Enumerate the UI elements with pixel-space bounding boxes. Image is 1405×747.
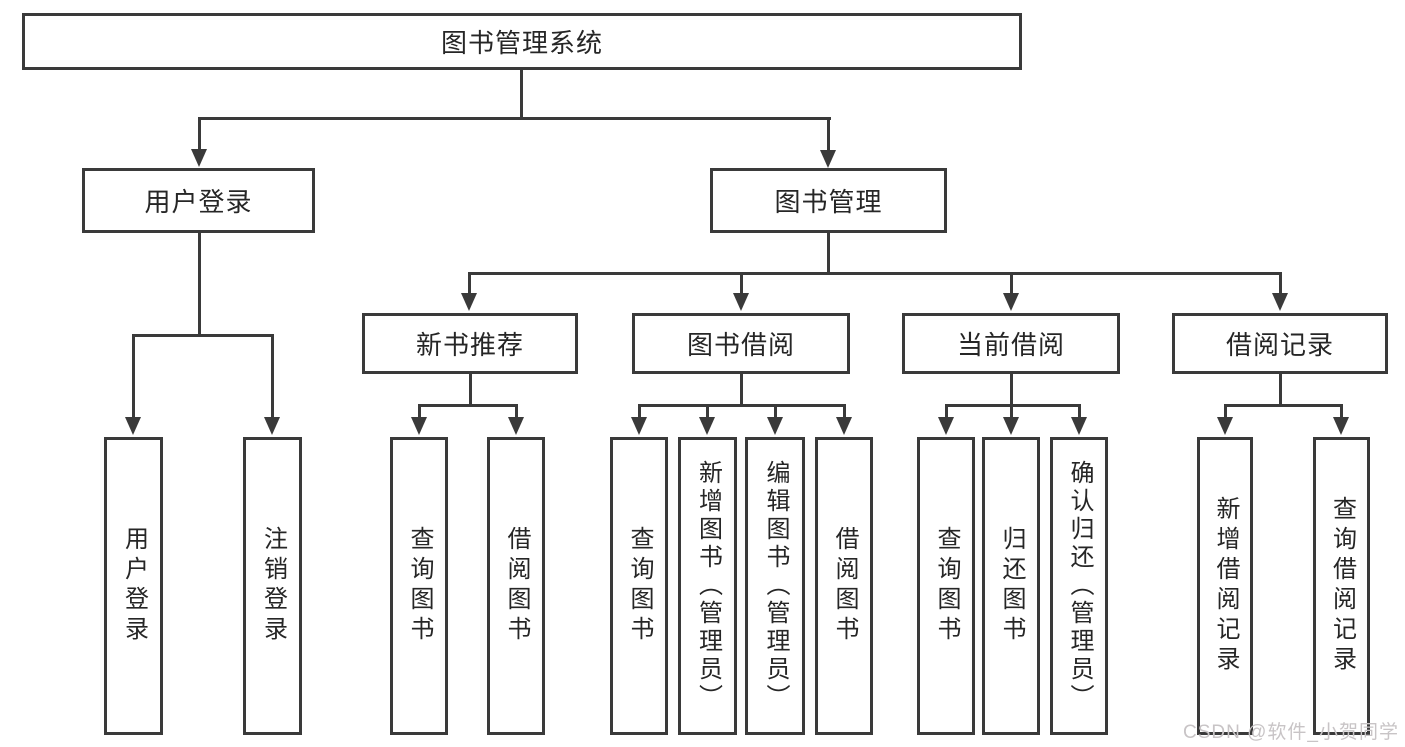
node-library-system-label: 图书管理系统 <box>440 28 603 58</box>
leaf-label: 查询图书 <box>626 526 653 646</box>
leaf-label: 用户登录 <box>120 526 148 646</box>
arrowhead-icon <box>631 417 647 435</box>
connector-stem <box>1279 274 1282 296</box>
connector-borrow-record-rail <box>1224 404 1343 407</box>
arrowhead-icon <box>1217 417 1233 435</box>
arrowhead-icon <box>767 417 783 435</box>
arrowhead-icon <box>1003 293 1019 311</box>
connector-root-drop <box>520 68 523 120</box>
connector-book-mgmt-drop <box>827 231 830 275</box>
node-new-book-recommend-label: 新书推荐 <box>415 330 524 360</box>
node-user-login-label: 用户登录 <box>144 187 253 217</box>
connector-user-login-rail <box>132 334 274 337</box>
leaf-label: 借阅图书 <box>831 526 858 646</box>
connector-stem <box>1340 406 1343 420</box>
connector-root-rail <box>198 117 831 120</box>
node-book-management-label: 图书管理 <box>774 187 883 217</box>
connector-stem <box>1078 406 1081 420</box>
node-book-management: 图书管理 <box>710 168 947 233</box>
connector-borrow-record-drop <box>1279 372 1282 407</box>
connector-stem <box>132 336 135 420</box>
connector-stem <box>740 274 743 296</box>
connector-stem <box>1010 406 1013 420</box>
connector-stem <box>198 118 201 154</box>
connector-stem <box>706 406 709 420</box>
node-leaf-query-borrow-record: 查询借阅记录 <box>1313 437 1370 735</box>
connector-stem <box>774 406 777 420</box>
node-leaf-borrow-book-2: 借阅图书 <box>815 437 873 735</box>
node-borrow-record-label: 借阅记录 <box>1225 330 1334 360</box>
arrowhead-icon <box>938 417 954 435</box>
node-book-borrow: 图书借阅 <box>632 313 850 374</box>
connector-new-book-drop <box>469 372 472 407</box>
node-leaf-add-borrow-record: 新增借阅记录 <box>1197 437 1253 735</box>
node-leaf-logout: 注销登录 <box>243 437 302 735</box>
leaf-label: 确认归还（管理员） <box>1066 460 1093 712</box>
node-leaf-return-book: 归还图书 <box>982 437 1040 735</box>
leaf-label: 查询图书 <box>933 526 960 646</box>
connector-user-login-drop <box>198 231 201 337</box>
node-library-system: 图书管理系统 <box>22 13 1022 70</box>
node-borrow-record: 借阅记录 <box>1172 313 1388 374</box>
arrowhead-icon <box>191 149 207 167</box>
connector-current-borrow-drop <box>1010 372 1013 407</box>
arrowhead-icon <box>1272 293 1288 311</box>
connector-stem <box>843 406 846 420</box>
leaf-label: 新增借阅记录 <box>1212 496 1239 676</box>
arrowhead-icon <box>1071 417 1087 435</box>
leaf-label: 归还图书 <box>998 526 1025 646</box>
node-current-borrow: 当前借阅 <box>902 313 1120 374</box>
connector-stem <box>418 406 421 420</box>
leaf-label: 借阅图书 <box>503 526 530 646</box>
node-leaf-query-book-3: 查询图书 <box>917 437 975 735</box>
leaf-label: 注销登录 <box>259 526 287 646</box>
connector-stem <box>1010 274 1013 296</box>
connector-book-borrow-rail <box>638 404 846 407</box>
connector-stem <box>945 406 948 420</box>
arrowhead-icon <box>508 417 524 435</box>
arrowhead-icon <box>1003 417 1019 435</box>
connector-stem <box>468 274 471 296</box>
node-leaf-add-book-admin: 新增图书（管理员） <box>678 437 737 735</box>
arrowhead-icon <box>733 293 749 311</box>
connector-book-mgmt-rail <box>468 272 1282 275</box>
node-leaf-query-book-2: 查询图书 <box>610 437 668 735</box>
arrowhead-icon <box>836 417 852 435</box>
node-leaf-edit-book-admin: 编辑图书（管理员） <box>745 437 805 735</box>
connector-current-borrow-rail <box>945 404 1081 407</box>
connector-stem <box>827 118 830 154</box>
node-current-borrow-label: 当前借阅 <box>956 330 1065 360</box>
arrowhead-icon <box>1333 417 1349 435</box>
connector-stem <box>271 336 274 420</box>
arrowhead-icon <box>264 417 280 435</box>
node-leaf-borrow-book-1: 借阅图书 <box>487 437 545 735</box>
arrowhead-icon <box>125 417 141 435</box>
node-leaf-user-login: 用户登录 <box>104 437 163 735</box>
arrowhead-icon <box>411 417 427 435</box>
leaf-label: 新增图书（管理员） <box>694 460 722 712</box>
node-new-book-recommend: 新书推荐 <box>362 313 578 374</box>
node-user-login: 用户登录 <box>82 168 315 233</box>
node-leaf-query-book-1: 查询图书 <box>390 437 448 735</box>
leaf-label: 查询图书 <box>406 526 433 646</box>
leaf-label: 编辑图书（管理员） <box>762 460 789 712</box>
connector-stem <box>515 406 518 420</box>
connector-stem <box>638 406 641 420</box>
watermark: CSDN @软件_小贺同学 <box>1183 722 1399 743</box>
arrowhead-icon <box>699 417 715 435</box>
connector-stem <box>1224 406 1227 420</box>
connector-new-book-rail <box>418 404 518 407</box>
leaf-label: 查询借阅记录 <box>1328 496 1356 676</box>
node-book-borrow-label: 图书借阅 <box>686 330 795 360</box>
arrowhead-icon <box>820 150 836 168</box>
arrowhead-icon <box>461 293 477 311</box>
connector-book-borrow-drop <box>740 372 743 407</box>
node-leaf-confirm-return-admin: 确认归还（管理员） <box>1050 437 1108 735</box>
